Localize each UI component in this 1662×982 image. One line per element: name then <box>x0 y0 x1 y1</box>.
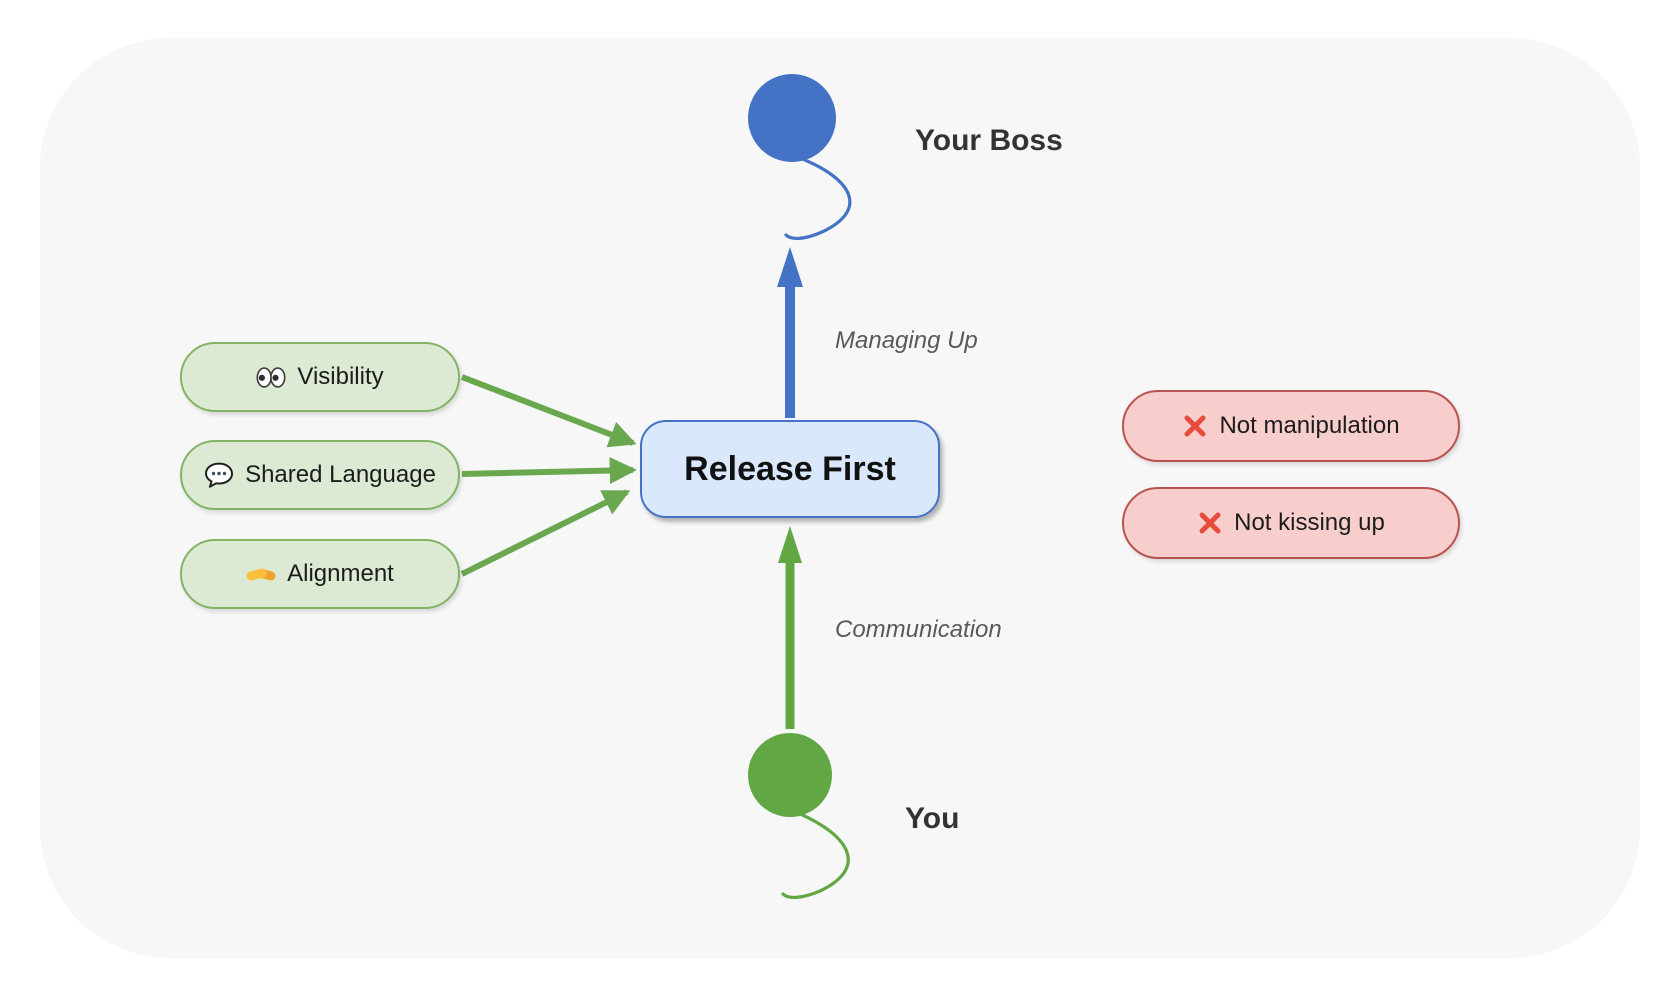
pill-alignment: Alignment <box>180 539 460 609</box>
boss-figure <box>748 74 852 240</box>
pill-not-manipulation: Not manipulation <box>1122 390 1460 462</box>
shared-language-arrow <box>461 457 637 485</box>
cross-mark-icon <box>1199 512 1221 534</box>
eyes-icon <box>256 366 286 388</box>
you-tail-curve <box>781 811 850 899</box>
managing-up-arrow <box>777 247 803 418</box>
managing-up-label: Managing Up <box>835 327 978 354</box>
visibility-arrow <box>460 374 637 448</box>
you-head-circle <box>748 733 832 817</box>
cross-mark-icon <box>1184 415 1206 437</box>
pill-not-kissing-up: Not kissing up <box>1122 487 1460 559</box>
boss-label: Your Boss <box>915 124 1063 157</box>
pill-shared-language: Shared Language <box>180 440 460 510</box>
release-first-node: Release First <box>640 420 940 518</box>
pill-visibility-label: Visibility <box>297 363 384 390</box>
you-figure <box>748 733 850 899</box>
pill-visibility: Visibility <box>180 342 460 412</box>
release-first-label: Release First <box>684 449 896 488</box>
communication-arrow <box>778 526 802 729</box>
alignment-arrow <box>460 489 631 577</box>
boss-head-circle <box>748 74 836 162</box>
pill-shared-language-label: Shared Language <box>245 461 436 488</box>
pill-not-manipulation-label: Not manipulation <box>1219 412 1400 439</box>
pill-alignment-label: Alignment <box>287 560 394 587</box>
pill-not-kissing-up-label: Not kissing up <box>1234 509 1385 536</box>
communication-label: Communication <box>835 616 1002 643</box>
boss-tail-curve <box>784 156 852 240</box>
handshake-icon <box>246 568 276 581</box>
you-label: You <box>905 802 960 835</box>
communication-arrowhead <box>778 526 802 563</box>
managing-up-arrowhead <box>777 247 803 287</box>
speech-bubble-icon <box>205 462 234 488</box>
